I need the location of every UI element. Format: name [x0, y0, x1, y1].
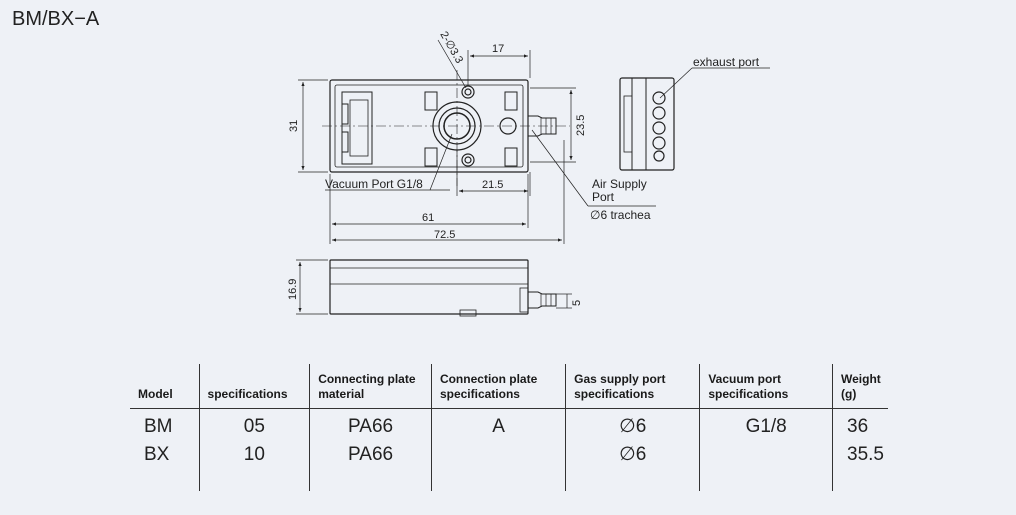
table-body-row: BM BX 05 10 PA66 PA66 A ∅6 ∅6 G1/8	[130, 408, 888, 491]
dimension-23-5	[530, 87, 576, 163]
air-supply-label-2: Port	[592, 190, 615, 204]
header-plate-specifications: Connection plate specifications	[431, 364, 567, 409]
table-header-row: Model specifications Connecting plate ma…	[130, 364, 888, 409]
cell-specifications: 05 10	[199, 408, 311, 491]
dim-17-label: 17	[492, 43, 504, 55]
cell-gas-supply-port: ∅6 ∅6	[565, 408, 701, 491]
cell-model: BM BX	[130, 408, 200, 491]
technical-drawing: 17 2-∅3.3 31 23.5 21.5 Vacuum Port G1/8 …	[287, 30, 770, 317]
cell-plate-material: PA66 PA66	[309, 408, 432, 491]
cell-plate-specifications: A	[431, 408, 567, 491]
spec-table: Model specifications Connecting plate ma…	[130, 364, 888, 491]
header-model: Model	[130, 364, 200, 409]
dimension-16-9	[296, 259, 328, 315]
cell-vacuum-port: G1/8	[699, 408, 834, 491]
dim-21-5-label: 21.5	[482, 179, 503, 191]
page-title: BM/BX−A	[12, 8, 100, 30]
dimension-61	[329, 140, 565, 244]
dim-31-label: 31	[288, 120, 300, 132]
side-view	[619, 77, 675, 171]
dim-61-label: 61	[422, 212, 434, 224]
vacuum-port-label: Vacuum Port G1/8	[325, 177, 423, 191]
dimension-31	[298, 79, 328, 173]
dim-72-5-label: 72.5	[434, 229, 455, 241]
dim-holes-label: 2-∅3.3	[437, 30, 465, 66]
header-plate-material: Connecting plate material	[309, 364, 432, 409]
dimension-17	[467, 50, 531, 86]
header-weight: Weight (g)	[841, 372, 881, 401]
air-supply-label-1: Air Supply	[592, 177, 647, 191]
dim-23-5-label: 23.5	[575, 115, 587, 136]
header-specifications: specifications	[199, 364, 311, 409]
dimension-21-5	[456, 150, 531, 196]
exhaust-port-label: exhaust port	[693, 55, 760, 69]
header-vacuum-port: Vacuum port specifications	[699, 364, 834, 409]
dimension-5	[556, 293, 572, 309]
dim-5-label: 5	[571, 300, 583, 306]
trachea-label: ∅6 trachea	[590, 208, 651, 222]
header-gas-supply-port: Gas supply port specifications	[565, 364, 701, 409]
front-view	[329, 259, 557, 317]
dim-16-9-label: 16.9	[287, 279, 299, 300]
cell-weight: 36 35.5	[847, 416, 884, 465]
